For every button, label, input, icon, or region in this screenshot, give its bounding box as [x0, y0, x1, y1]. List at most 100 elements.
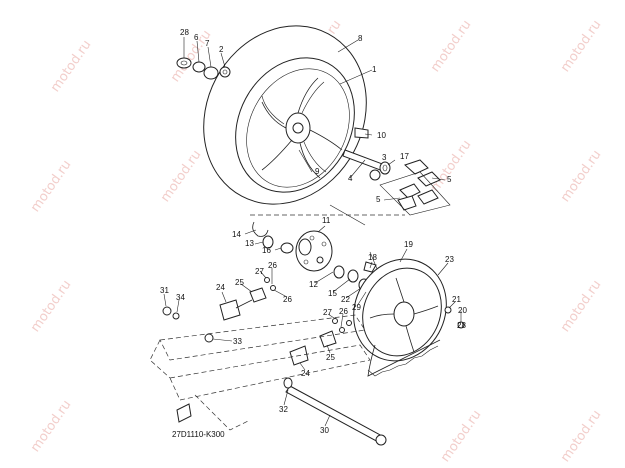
watermark: motod.ru: [158, 148, 204, 205]
callout-3: 3: [382, 153, 387, 162]
callout-34: 34: [176, 293, 185, 302]
watermark: motod.ru: [48, 38, 94, 95]
sprocket-and-chain: [353, 258, 447, 377]
bearing-12: [333, 265, 345, 279]
rim-inner: [246, 68, 350, 188]
damper-rubbers: [379, 159, 451, 216]
chain-adjuster-right: [289, 318, 352, 366]
callout-9: 9: [315, 167, 320, 176]
callout-30: 30: [320, 426, 329, 435]
callout-labels: 28 6 7 2 8 1 10 17 4 9 3 5 5 14 13 16 11…: [160, 28, 467, 435]
callout-26-right: 26: [339, 307, 348, 316]
bearing-6: [192, 61, 206, 73]
washer-18: [363, 261, 377, 273]
callout-21: 21: [452, 295, 461, 304]
callout-16: 16: [262, 246, 271, 255]
callout-26-left: 26: [283, 295, 292, 304]
spacer-4: [342, 149, 386, 172]
oil-seal-28: [176, 57, 192, 69]
callout-7: 7: [205, 39, 210, 48]
callout-22: 22: [341, 295, 350, 304]
washer-33: [204, 333, 214, 343]
circlip-7: [203, 66, 219, 80]
callout-26: 26: [268, 261, 277, 270]
leader-lines: [163, 37, 462, 427]
diagram-code: 27D1110-K300: [172, 430, 225, 439]
nut-21: [444, 306, 452, 314]
callout-6: 6: [194, 33, 199, 42]
adjuster-plate-25: [319, 330, 337, 348]
nut-26: [339, 327, 345, 333]
adjuster-block-24: [219, 299, 241, 321]
callout-5-lower: 5: [376, 195, 381, 204]
callout-28: 28: [180, 28, 189, 37]
callout-1: 1: [372, 65, 377, 74]
bearing-2: [219, 66, 231, 78]
callout-24-left: 24: [216, 283, 225, 292]
watermark: motod.ru: [428, 138, 474, 195]
adjuster-plate-25: [249, 287, 267, 303]
chain-puller-icon: [176, 403, 192, 423]
callout-29: 29: [352, 303, 361, 312]
watermark: motod.ru: [28, 278, 74, 335]
nut-32: [283, 377, 293, 389]
washer-34: [172, 312, 180, 320]
watermark: motod.ru: [438, 408, 484, 465]
circlip-14: [252, 221, 269, 237]
callout-5-upper: 5: [447, 175, 452, 184]
callout-4: 4: [348, 174, 353, 183]
callout-28-right: 28: [457, 321, 466, 330]
callout-18: 18: [368, 253, 377, 262]
sprocket-fasteners: [444, 306, 465, 329]
callout-32: 32: [279, 405, 288, 414]
wheel-spokes-edge: [261, 81, 327, 173]
collar-10: [354, 127, 369, 139]
watermark: motod.ru: [558, 278, 604, 335]
chain-lower: [367, 339, 441, 377]
callout-27: 27: [255, 267, 264, 276]
bolt-31: [162, 306, 172, 316]
callout-33: 33: [233, 337, 242, 346]
damper-group-outline: [379, 171, 451, 216]
callout-13: 13: [245, 239, 254, 248]
nut-27: [264, 277, 270, 283]
left-bearings: [176, 57, 231, 80]
collar-16: [280, 242, 294, 254]
watermark: motod.ru: [28, 398, 74, 455]
callout-25-left: 25: [235, 278, 244, 287]
callout-10: 10: [377, 131, 386, 140]
watermark: motod.ru: [558, 408, 604, 465]
sprocket-spokes: [369, 277, 439, 353]
seal-15: [347, 269, 359, 283]
callout-15: 15: [328, 289, 337, 298]
callout-19: 19: [404, 240, 413, 249]
watermark: motod.ru: [28, 158, 74, 215]
callout-17: 17: [400, 152, 409, 161]
seal-3: [369, 169, 381, 181]
callout-24-right: 24: [301, 369, 310, 378]
axle-30: [285, 385, 385, 444]
callout-8: 8: [358, 34, 363, 43]
rear-axle: [283, 377, 387, 446]
hub-parts-right: [342, 127, 391, 181]
watermark: motod.ru: [428, 18, 474, 75]
callout-11: 11: [322, 216, 331, 225]
rear-wheel: [203, 25, 367, 205]
callout-23: 23: [445, 255, 454, 264]
callout-14: 14: [232, 230, 241, 239]
nut-27: [332, 318, 338, 324]
callout-27-right: 27: [323, 308, 332, 317]
swingarm-outline: [149, 314, 371, 431]
hub-bore: [292, 122, 304, 134]
callout-31: 31: [160, 286, 169, 295]
callout-20: 20: [458, 306, 467, 315]
watermark: motod.ru: [558, 18, 604, 75]
nut-26: [270, 285, 276, 291]
callout-2: 2: [219, 45, 224, 54]
chain-adjuster-left: [162, 277, 276, 321]
watermark: motod.ru: [558, 148, 604, 205]
bearing-17: [379, 161, 391, 175]
callout-12: 12: [309, 280, 318, 289]
